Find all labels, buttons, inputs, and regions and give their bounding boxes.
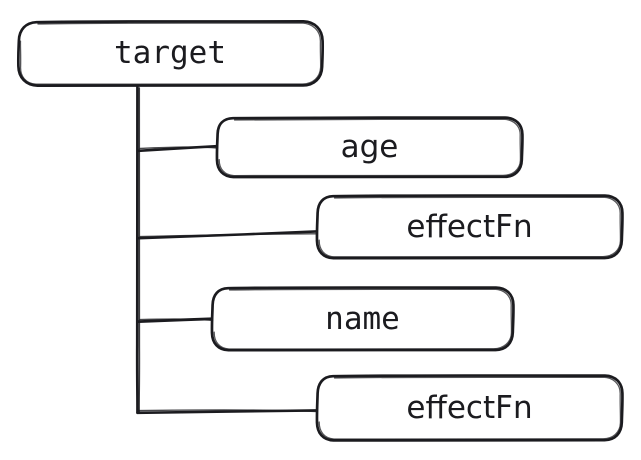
node-box-effectfn-upper[interactable] xyxy=(315,194,624,260)
node-box-effectfn-lower[interactable] xyxy=(315,374,624,442)
node-label-name: name xyxy=(325,300,400,337)
node-box-name[interactable] xyxy=(210,286,515,352)
branch-line-effectfn-upper xyxy=(137,230,319,240)
node-box-target[interactable] xyxy=(16,20,325,88)
branch-line-age xyxy=(137,144,219,153)
node-label-effectfn-upper: effectFn xyxy=(406,208,533,245)
tree-trunk-line xyxy=(135,85,141,414)
node-box-age[interactable] xyxy=(215,116,524,179)
node-label-age: age xyxy=(340,129,399,165)
node-label-target: target xyxy=(114,35,226,71)
branch-line-effectfn-lower xyxy=(136,409,319,415)
branch-line-name xyxy=(137,317,214,323)
node-label-effectfn-lower: effectFn xyxy=(406,389,533,426)
